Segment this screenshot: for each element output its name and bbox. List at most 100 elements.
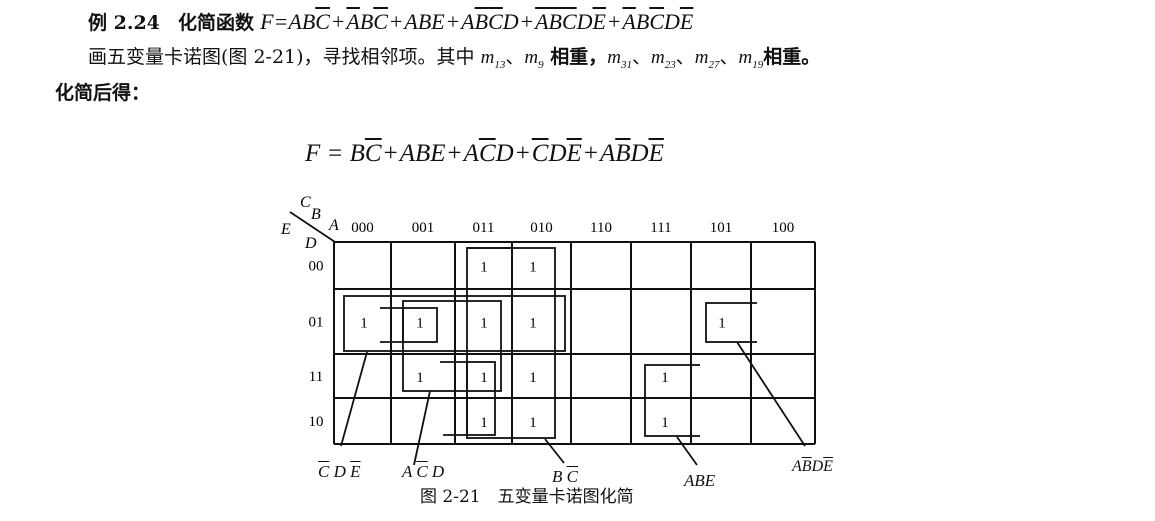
formula-symbol: E [648, 140, 664, 167]
column-header: 101 [710, 220, 733, 236]
formula-symbol: A [346, 9, 360, 34]
column-header: 011 [473, 220, 495, 236]
corner-e: E [280, 221, 291, 238]
formula-symbol: D [502, 9, 519, 34]
operator: + [383, 140, 398, 167]
corner-c: C [300, 194, 311, 211]
formula-symbol: E [350, 462, 361, 481]
cell-one: 1 [661, 370, 669, 386]
formula-symbol: C [416, 462, 428, 481]
formula-symbol: E [592, 9, 606, 34]
paragraph-text: 相重。 [763, 46, 821, 68]
row-header: 10 [309, 414, 324, 430]
formula-symbol: A [535, 9, 549, 34]
formula-symbol: E [823, 458, 833, 475]
paragraph-line: 画五变量卡诺图(图 2-21)，寻找相邻项。其中 m13、m9 相重，m31、m… [88, 46, 821, 71]
leader-bc [544, 438, 565, 464]
row-header: 01 [309, 315, 324, 331]
cell-one: 1 [718, 316, 726, 332]
loop-m13-m9 [402, 307, 438, 343]
operator: + [583, 140, 598, 167]
given-function: F=ABC+ABC+ABE+ABCD+ABCDE+ABCDE [260, 9, 693, 34]
minterm-m23: m23 [650, 47, 676, 71]
row-header: 11 [309, 369, 323, 385]
cell-one: 1 [529, 415, 537, 431]
formula-symbol: C [373, 9, 388, 34]
cell-one: 1 [480, 316, 488, 332]
cell-one: 1 [661, 415, 669, 431]
cell-one: 1 [480, 415, 488, 431]
formula-symbol: A [463, 140, 479, 167]
operator: + [608, 9, 621, 34]
loop-acd [402, 300, 502, 392]
formula-symbol: B [801, 458, 812, 475]
loop-abe [644, 364, 692, 437]
cell-one: 1 [480, 370, 488, 386]
operator: + [515, 140, 530, 167]
operator: + [331, 9, 345, 34]
figure-caption: 图 2-21 五变量卡诺图化简 [420, 487, 634, 507]
operator: + [389, 9, 403, 34]
formula-symbol: C [531, 140, 549, 167]
cell-one: 1 [360, 316, 368, 332]
paragraph-text: 相重， [543, 46, 608, 68]
corner-a: A [328, 217, 339, 234]
formula-symbol: E [566, 140, 582, 167]
minterm-m13: m13 [480, 47, 506, 71]
formula-symbol: A [402, 462, 417, 481]
formula-symbol: D [630, 140, 649, 167]
operator: + [520, 9, 534, 34]
example-intro: 化简函数 [178, 12, 255, 34]
corner-b: B [311, 206, 321, 223]
formula-symbol: D [329, 462, 351, 481]
formula-symbol: B [474, 9, 489, 34]
formula-symbol: ABE [399, 140, 446, 167]
leader-cde [340, 351, 368, 447]
formula-symbol: C [315, 9, 330, 34]
group-label-abe: ABE [684, 471, 715, 491]
formula-symbol: A [461, 9, 475, 34]
formula-symbol: C [566, 467, 578, 486]
formula-symbol: D [576, 9, 593, 34]
formula-symbol: F= [260, 9, 289, 34]
formula-symbol: D [427, 462, 445, 481]
leader-acd [413, 390, 431, 466]
operator: + [447, 140, 462, 167]
minterm-m19: m19 [738, 47, 764, 71]
formula-symbol: ABE [404, 9, 445, 34]
group-label-bc: B C [552, 467, 578, 487]
group-label-cde: C D E [318, 462, 361, 482]
column-header: 000 [351, 220, 374, 236]
group-label-abde: ABDE [792, 458, 833, 476]
column-header: 110 [590, 220, 612, 236]
operator: + [446, 9, 460, 34]
formula-symbol: C [561, 9, 577, 34]
column-header: 010 [530, 220, 553, 236]
row-header: 00 [309, 259, 324, 275]
formula-symbol: A [599, 140, 616, 167]
formula-symbol: D [664, 9, 680, 34]
result-intro: 化简后得： [55, 82, 151, 104]
formula-symbol: B [552, 467, 567, 486]
corner-diagonal [289, 211, 336, 243]
column-header: 001 [412, 220, 435, 236]
corner-d: D [304, 235, 317, 252]
cell-one: 1 [480, 260, 488, 276]
formula-symbol: A [288, 9, 302, 34]
formula-symbol: F = B [305, 140, 365, 167]
leader-abe [676, 436, 698, 466]
formula-symbol: C [488, 9, 503, 34]
paragraph-text: 画五变量卡诺图(图 2-21)，寻找相邻项。其中 [88, 46, 481, 68]
loop-cde [343, 295, 566, 352]
result-formula: F = BC+ABE+ACD+CDE+ABDE [305, 140, 664, 168]
formula-symbol: D [495, 140, 514, 167]
leader-abde [736, 341, 806, 447]
formula-symbol: D [548, 140, 567, 167]
formula-symbol: B [635, 9, 650, 34]
minterm-m27: m27 [694, 47, 720, 71]
formula-symbol: C [318, 462, 330, 481]
cell-one: 1 [529, 370, 537, 386]
formula-symbol: C [364, 140, 382, 167]
formula-symbol: A [792, 458, 802, 475]
